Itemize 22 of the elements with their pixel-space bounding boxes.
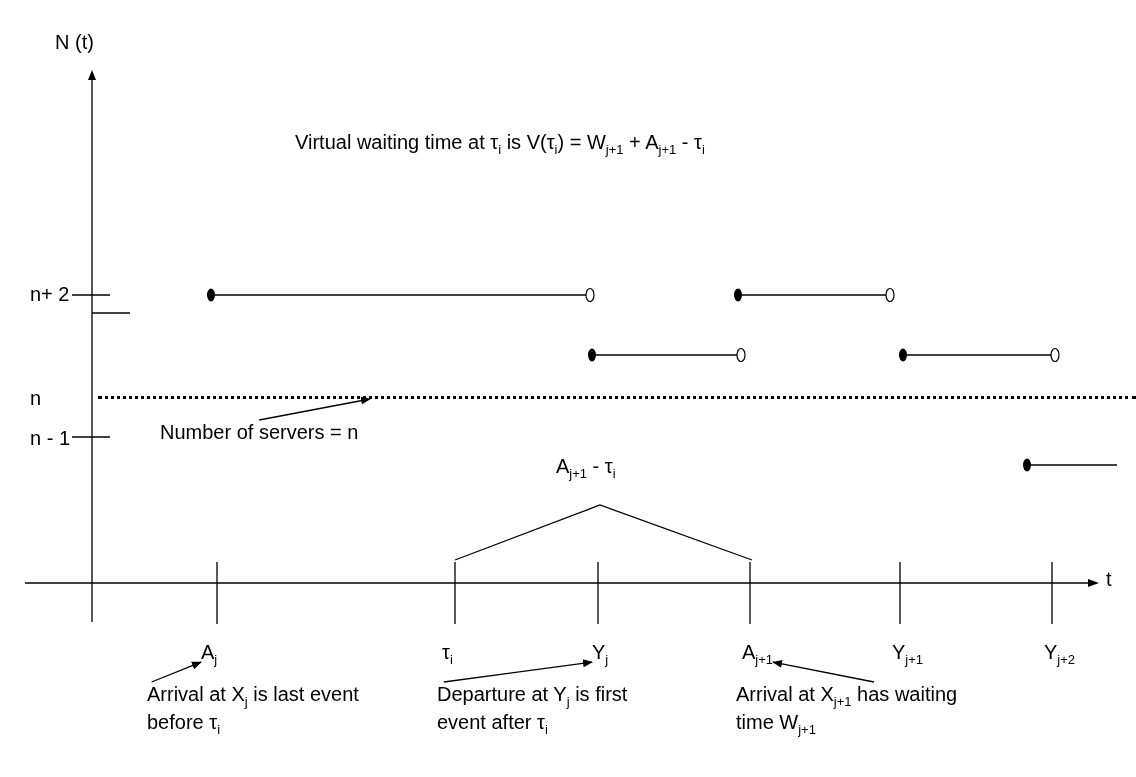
formula-note: Virtual waiting time at τ$_{i}$ is V(τ$_{i}$) = W$_{j+1}$ + A$_{j+1}$ - τ$_{i}$	[295, 130, 705, 158]
leader-arrow	[258, 396, 371, 421]
time-label: Y$_{j+1}$	[892, 640, 924, 668]
annotation-text: Departure at Y$_{j}$ is first event after τ$_{i}$	[437, 682, 667, 739]
dotted-line	[98, 396, 1136, 399]
annotation-text: Arrival at X$_{j}$ is last event before τ$_{i}$	[147, 682, 377, 739]
time-label: Y$_{j+2}$	[1044, 640, 1076, 668]
level-label: n - 1	[30, 426, 71, 450]
leader-arrow	[443, 659, 593, 683]
time-label: τ$_{i}$	[442, 640, 453, 668]
level-label: n+ 2	[30, 282, 70, 306]
leader-arrow	[772, 659, 875, 683]
annotation-text: Arrival at X$_{j+1}$ has waiting time W$_{j+1}$	[736, 682, 966, 739]
axis-label: N (t)	[55, 30, 94, 54]
time-label: Y$_{j}$	[592, 640, 609, 668]
interval-label: A$_{j+1}$ - τ$_{i}$	[556, 454, 616, 482]
leader-arrow	[150, 661, 202, 683]
time-label: A$_{j+1}$	[742, 640, 774, 668]
axis-label: t	[1106, 567, 1112, 591]
level-label: n	[30, 386, 42, 410]
annotation-text: Number of servers = n	[160, 420, 359, 444]
time-label: A$_{j}$	[201, 640, 218, 668]
